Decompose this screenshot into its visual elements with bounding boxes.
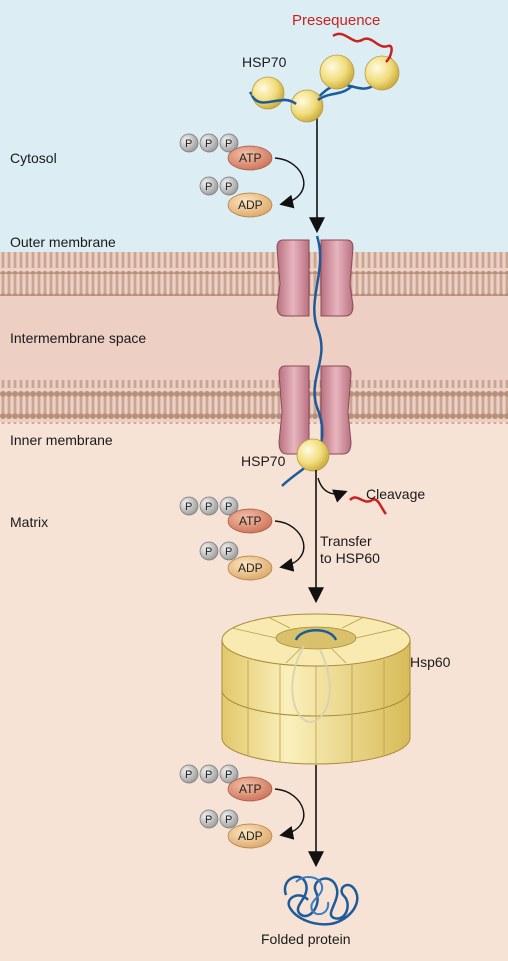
svg-text:P: P (205, 138, 212, 150)
outer-membrane (0, 252, 508, 296)
phosphate-icon (179, 764, 199, 784)
hsp70-ball-1 (251, 76, 285, 110)
phosphate-icon (199, 133, 219, 153)
atp-molecule (227, 508, 273, 534)
phosphate-icon (179, 496, 199, 516)
phosphate-icon (219, 764, 239, 784)
svg-text:P: P (225, 546, 232, 558)
svg-text:P: P (225, 138, 232, 150)
label-intermembrane-space: Intermembrane space (10, 330, 146, 346)
label-cytosol: Cytosol (10, 150, 57, 166)
phosphate-icon (219, 496, 239, 516)
hsp70-ball-3 (319, 54, 355, 90)
label-inner-membrane: Inner membrane (10, 432, 113, 448)
phosphate-icon (219, 541, 239, 561)
svg-text:P: P (205, 814, 212, 826)
label-matrix: Matrix (10, 514, 48, 530)
atp-hydrolysis-arrow (274, 520, 305, 572)
svg-text:P: P (185, 138, 192, 150)
label-cleavage: Cleavage (366, 486, 425, 502)
adp-molecule (227, 192, 273, 218)
adp-molecule (227, 823, 273, 849)
cytosolic-hsp70-complex (248, 32, 400, 123)
adp-label: ADP (238, 198, 263, 212)
atp-molecule (227, 145, 273, 171)
outer-membrane-channel (276, 239, 354, 317)
svg-text:P: P (205, 546, 212, 558)
cytosolic-atp-cycle: P P P ATP P P ADP (179, 133, 305, 218)
atp-label: ATP (239, 151, 261, 165)
inner-membrane (0, 380, 508, 424)
atp-hydrolysis-arrow (274, 157, 305, 209)
svg-text:ADP: ADP (238, 561, 263, 575)
label-folded-protein: Folded protein (261, 931, 351, 947)
atp-molecule (227, 776, 273, 802)
phosphate-icon (199, 176, 219, 196)
svg-text:P: P (225, 501, 232, 513)
label-hsp70-inner: HSP70 (241, 453, 286, 469)
phosphate-icon (199, 764, 219, 784)
phosphate-icon (219, 809, 239, 829)
hsp60-barrel (221, 613, 411, 765)
svg-text:P: P (205, 181, 212, 193)
matrix-atp-cycle-2: P P P ATP P P ADP (179, 764, 305, 849)
hsp70-ball-2 (290, 89, 324, 123)
matrix-atp-cycle-1: P P P ATP P P ADP (179, 496, 305, 581)
phosphate-icon (219, 176, 239, 196)
inner-membrane-channel (278, 365, 352, 455)
phosphate-icon (219, 133, 239, 153)
svg-text:P: P (185, 769, 192, 781)
label-transfer-line2: to HSP60 (320, 550, 380, 566)
atp-hydrolysis-arrow (274, 788, 305, 840)
label-presequence: Presequence (292, 12, 380, 29)
svg-text:P: P (205, 769, 212, 781)
folded-protein (283, 875, 359, 926)
matrix-hsp70-ball (296, 438, 330, 472)
label-hsp60: Hsp60 (410, 654, 451, 670)
phosphate-icon (199, 809, 219, 829)
label-hsp70-top: HSP70 (242, 54, 287, 70)
svg-text:P: P (225, 181, 232, 193)
svg-text:P: P (205, 501, 212, 513)
svg-text:P: P (185, 501, 192, 513)
svg-text:P: P (225, 814, 232, 826)
svg-text:ATP: ATP (239, 514, 261, 528)
presequence-strand (332, 32, 393, 63)
label-transfer-line1: Transfer (320, 533, 372, 549)
svg-text:ATP: ATP (239, 782, 261, 796)
cleavage-arrow (317, 477, 348, 503)
cleaved-presequence (349, 496, 387, 515)
hsp70-ball-4 (364, 55, 400, 91)
phosphate-icon (199, 541, 219, 561)
svg-text:P: P (225, 769, 232, 781)
adp-molecule (227, 555, 273, 581)
label-outer-membrane: Outer membrane (10, 234, 116, 250)
svg-text:ADP: ADP (238, 829, 263, 843)
phosphate-icon (199, 496, 219, 516)
phosphate-icon (179, 133, 199, 153)
